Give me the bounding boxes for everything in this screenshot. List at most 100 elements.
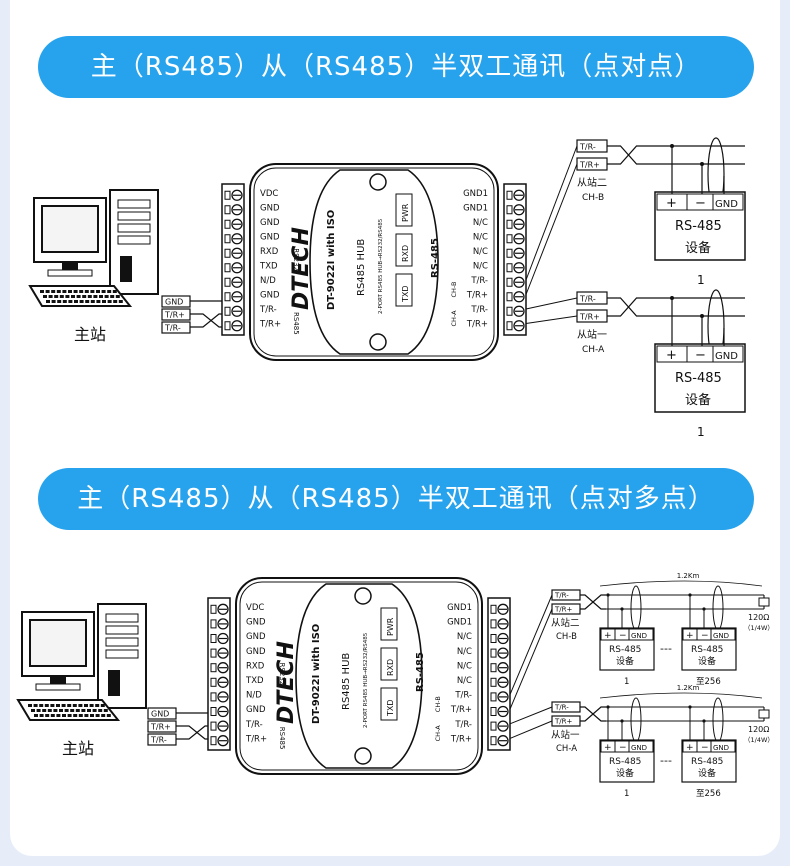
distance-label: 1.2Km [677,572,700,580]
device-label: 设备 [698,767,716,779]
right-terminal-label: GND1 [447,603,472,613]
rs232-group-label: RS232 [292,248,300,271]
plus-sign: + [666,348,677,363]
slave-line-minus: T/R- [579,295,596,304]
rs485-hub-device: VDCGNDGNDGNDRXDTXDN/DGNDT/R-T/R+GND1GND1… [207,577,511,775]
left-terminal-label: GND [260,218,280,228]
slave-station-label: 从站二 [577,176,607,189]
left-terminal-label: VDC [260,189,278,199]
ch-a-wire [509,720,553,739]
twisted-pair-wire [607,145,650,165]
terminator-note: （1/4W） [744,624,774,632]
computer-icon [16,603,147,721]
rs485-group-label: RS485 [292,312,300,335]
ch-b-label: CH-B [450,282,458,298]
left-terminal-label: TXD [245,676,264,686]
ch-a-label: CH-A [434,725,442,742]
slave-line-plus: T/R+ [554,606,572,614]
slave-channel-label: CH-A [556,744,577,754]
right-terminal-label: N/C [473,247,488,257]
led-label: PWR [401,203,410,222]
minus-sign: − [701,743,709,753]
led-label: RXD [401,245,410,262]
device-label: 设备 [698,655,716,667]
left-terminal-label: N/D [260,276,276,286]
right-terminal-block [503,183,527,336]
mount-hole [354,747,372,765]
host-pin-label: T/R+ [164,311,185,320]
ellipsis-dots: --- [660,642,672,655]
ch-a-wire [509,706,553,725]
right-terminal-label: T/R+ [450,734,472,744]
device-name: RS-485 [675,371,722,386]
slave-line-minus: T/R- [554,704,569,712]
right-terminal-label: GND1 [463,189,488,199]
terminator-resistor [758,709,770,719]
led-box [380,607,398,641]
rs485-hub-device: VDCGNDGNDGNDRXDTXDN/DGNDT/R-T/R+GND1GND1… [221,163,527,361]
device-count: 1 [624,789,629,799]
ch-b-wire [509,594,553,695]
computer-icon [28,189,159,307]
model-label: DT-9022I with ISO [326,210,337,310]
right-terminal-label: T/R- [454,691,472,701]
left-terminal-label: RXD [260,247,279,257]
point-to-point-diagram: 主站GNDT/R+T/R-VDCGNDGNDGNDRXDTXDN/DGNDT/R… [28,137,746,439]
left-terminal-label: GND [246,705,266,715]
device-name: RS-485 [675,219,722,234]
slave-line-minus: T/R- [579,143,596,152]
left-terminal-label: GND [246,618,266,628]
plus-sign: + [686,743,694,753]
multi-slave-group-1: 1.2KmT/R-T/R+120Ω（1/4W）从站二CH-B+−GNDRS-48… [551,572,774,687]
led-box [380,647,398,681]
right-terminal-label: T/R- [470,305,488,315]
rs485-port-label: RS-485 [430,238,441,278]
host-pin-label: T/R+ [150,723,171,732]
product-subtitle: 2-PORT RS485 HUB→RS232/RS485 [363,632,369,728]
slave-line-plus: T/R+ [554,718,572,726]
device-gnd-label: GND [713,632,729,640]
right-terminal-label: T/R- [454,720,472,730]
slave-channel-label: CH-A [582,345,605,355]
host-pin-label: GND [151,710,169,719]
right-terminal-label: GND1 [463,204,488,214]
terminator-label: 120Ω [748,613,769,622]
plus-sign: + [604,743,612,753]
distance-label: 1.2Km [677,684,700,692]
brand-logo: DTECH [274,641,299,724]
led-box [395,193,413,227]
left-terminal-label: GND [246,647,266,657]
left-terminal-block [207,597,231,751]
slave-channel-label: CH-B [582,193,604,203]
twisted-pair-wire [580,706,606,722]
ch-b-wire [525,163,578,295]
device-gnd-label: GND [631,744,647,752]
right-terminal-label: N/C [457,676,472,686]
left-terminal-label: GND [260,204,280,214]
ch-a-wire [525,315,578,324]
ch-b-wire [525,145,578,281]
slave-channel-label: CH-B [556,632,577,642]
device-name: RS-485 [609,645,641,655]
device-count: 1 [624,677,629,687]
right-terminal-block [487,597,511,751]
right-terminal-label: N/C [457,661,472,671]
shield-loop [630,585,642,631]
slave-station-label: 从站一 [577,328,607,341]
slave-line-plus: T/R+ [579,161,600,170]
shield-loop [630,697,642,743]
rs232-group-label: RS232 [278,663,286,686]
shield-loop [712,585,724,631]
led-label: TXD [401,285,410,303]
slave-line-plus: T/R+ [579,313,600,322]
plus-sign: + [604,631,612,641]
device-name: RS-485 [691,757,723,767]
plus-sign: + [666,196,677,211]
twisted-pair-wire [607,297,650,317]
model-label: DT-9022I with ISO [311,624,322,724]
host-pin-label: T/R- [164,324,181,333]
left-terminal-label: N/D [246,691,262,701]
left-terminal-label: T/R- [259,305,277,315]
led-label: PWR [386,617,395,636]
